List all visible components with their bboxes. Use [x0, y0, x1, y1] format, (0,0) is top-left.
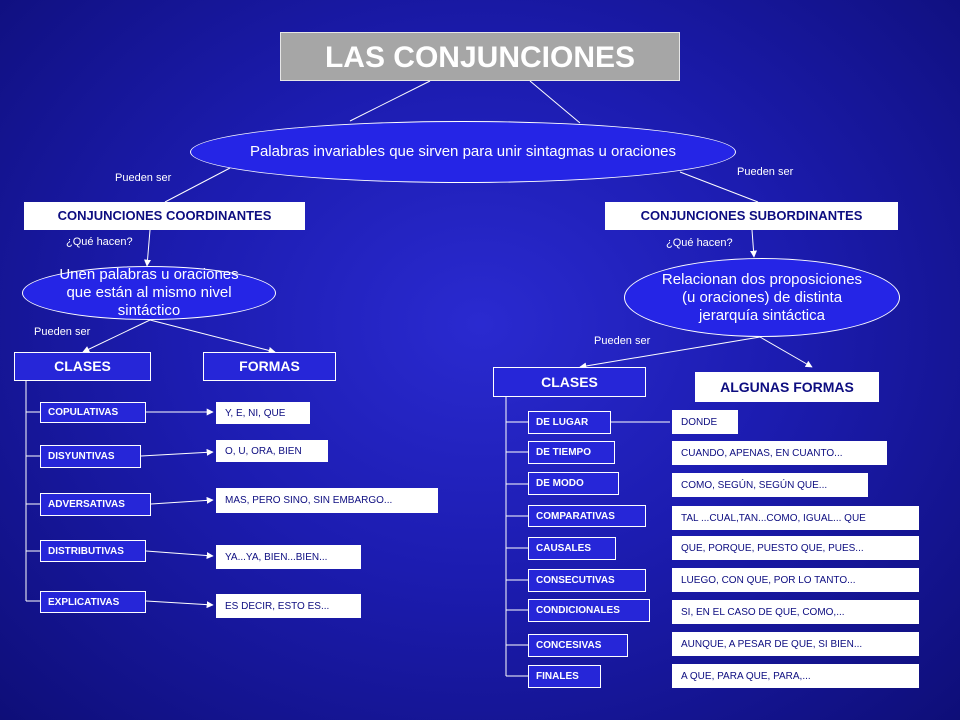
que-hacen-label-right: ¿Qué hacen?	[666, 237, 733, 249]
subord-form-item: SI, EN EL CASO DE QUE, COMO,...	[672, 600, 919, 624]
coord-class-item: ADVERSATIVAS	[40, 493, 151, 516]
subord-form-item: TAL ...CUAL,TAN...COMO, IGUAL... QUE	[672, 506, 919, 530]
coord-form-item: O, U, ORA, BIEN	[216, 440, 328, 462]
coord-class-item: EXPLICATIVAS	[40, 591, 146, 613]
coord-form-item: MAS, PERO SINO, SIN EMBARGO...	[216, 488, 438, 513]
page-title: LAS CONJUNCIONES	[280, 32, 680, 81]
subord-class-item: CAUSALES	[528, 537, 616, 560]
subord-class-item: DE LUGAR	[528, 411, 611, 434]
subordinantes-forms-header: ALGUNAS FORMAS	[695, 372, 879, 402]
subord-class-item: COMPARATIVAS	[528, 505, 646, 527]
coordinantes-classes-header: CLASES	[14, 352, 151, 381]
coordinantes-forms-header: FORMAS	[203, 352, 336, 381]
subord-class-item: FINALES	[528, 665, 601, 688]
subord-class-item: DE MODO	[528, 472, 619, 495]
pueden-ser-label-left: Pueden ser	[115, 172, 172, 184]
subord-class-item: CONCESIVAS	[528, 634, 628, 657]
subord-form-item: AUNQUE, A PESAR DE QUE, SI BIEN...	[672, 632, 919, 656]
subord-form-item: COMO, SEGÚN, SEGÚN QUE...	[672, 473, 868, 497]
subord-form-item: QUE, PORQUE, PUESTO QUE, PUES...	[672, 536, 919, 560]
coord-form-item: ES DECIR, ESTO ES...	[216, 594, 361, 618]
coordinantes-description: Unen palabras u oraciones que están al m…	[22, 266, 276, 320]
coord-class-item: DISTRIBUTIVAS	[40, 540, 146, 562]
coord-form-item: Y, E, NI, QUE	[216, 402, 310, 424]
subord-class-item: CONDICIONALES	[528, 599, 650, 622]
subord-class-item: DE TIEMPO	[528, 441, 615, 464]
subordinantes-header: CONJUNCIONES SUBORDINANTES	[605, 202, 898, 230]
coord-class-item: DISYUNTIVAS	[40, 445, 141, 468]
subord-form-item: A QUE, PARA QUE, PARA,...	[672, 664, 919, 688]
pueden-ser-label-coord: Pueden ser	[34, 326, 91, 338]
subordinantes-classes-header: CLASES	[493, 367, 646, 397]
pueden-ser-label-subord: Pueden ser	[594, 335, 651, 347]
coord-form-item: YA...YA, BIEN...BIEN...	[216, 545, 361, 569]
coord-class-item: COPULATIVAS	[40, 402, 146, 423]
subord-form-item: LUEGO, CON QUE, POR LO TANTO...	[672, 568, 919, 592]
pueden-ser-label-right: Pueden ser	[737, 166, 794, 178]
subord-form-item: CUANDO, APENAS, EN CUANTO...	[672, 441, 887, 465]
coordinantes-header: CONJUNCIONES COORDINANTES	[24, 202, 305, 230]
subordinantes-description: Relacionan dos proposiciones (u oracione…	[624, 258, 900, 337]
definition-ellipse: Palabras invariables que sirven para uni…	[190, 121, 736, 183]
que-hacen-label-left: ¿Qué hacen?	[66, 236, 133, 248]
subord-class-item: CONSECUTIVAS	[528, 569, 646, 592]
subord-form-item: DONDE	[672, 410, 738, 434]
